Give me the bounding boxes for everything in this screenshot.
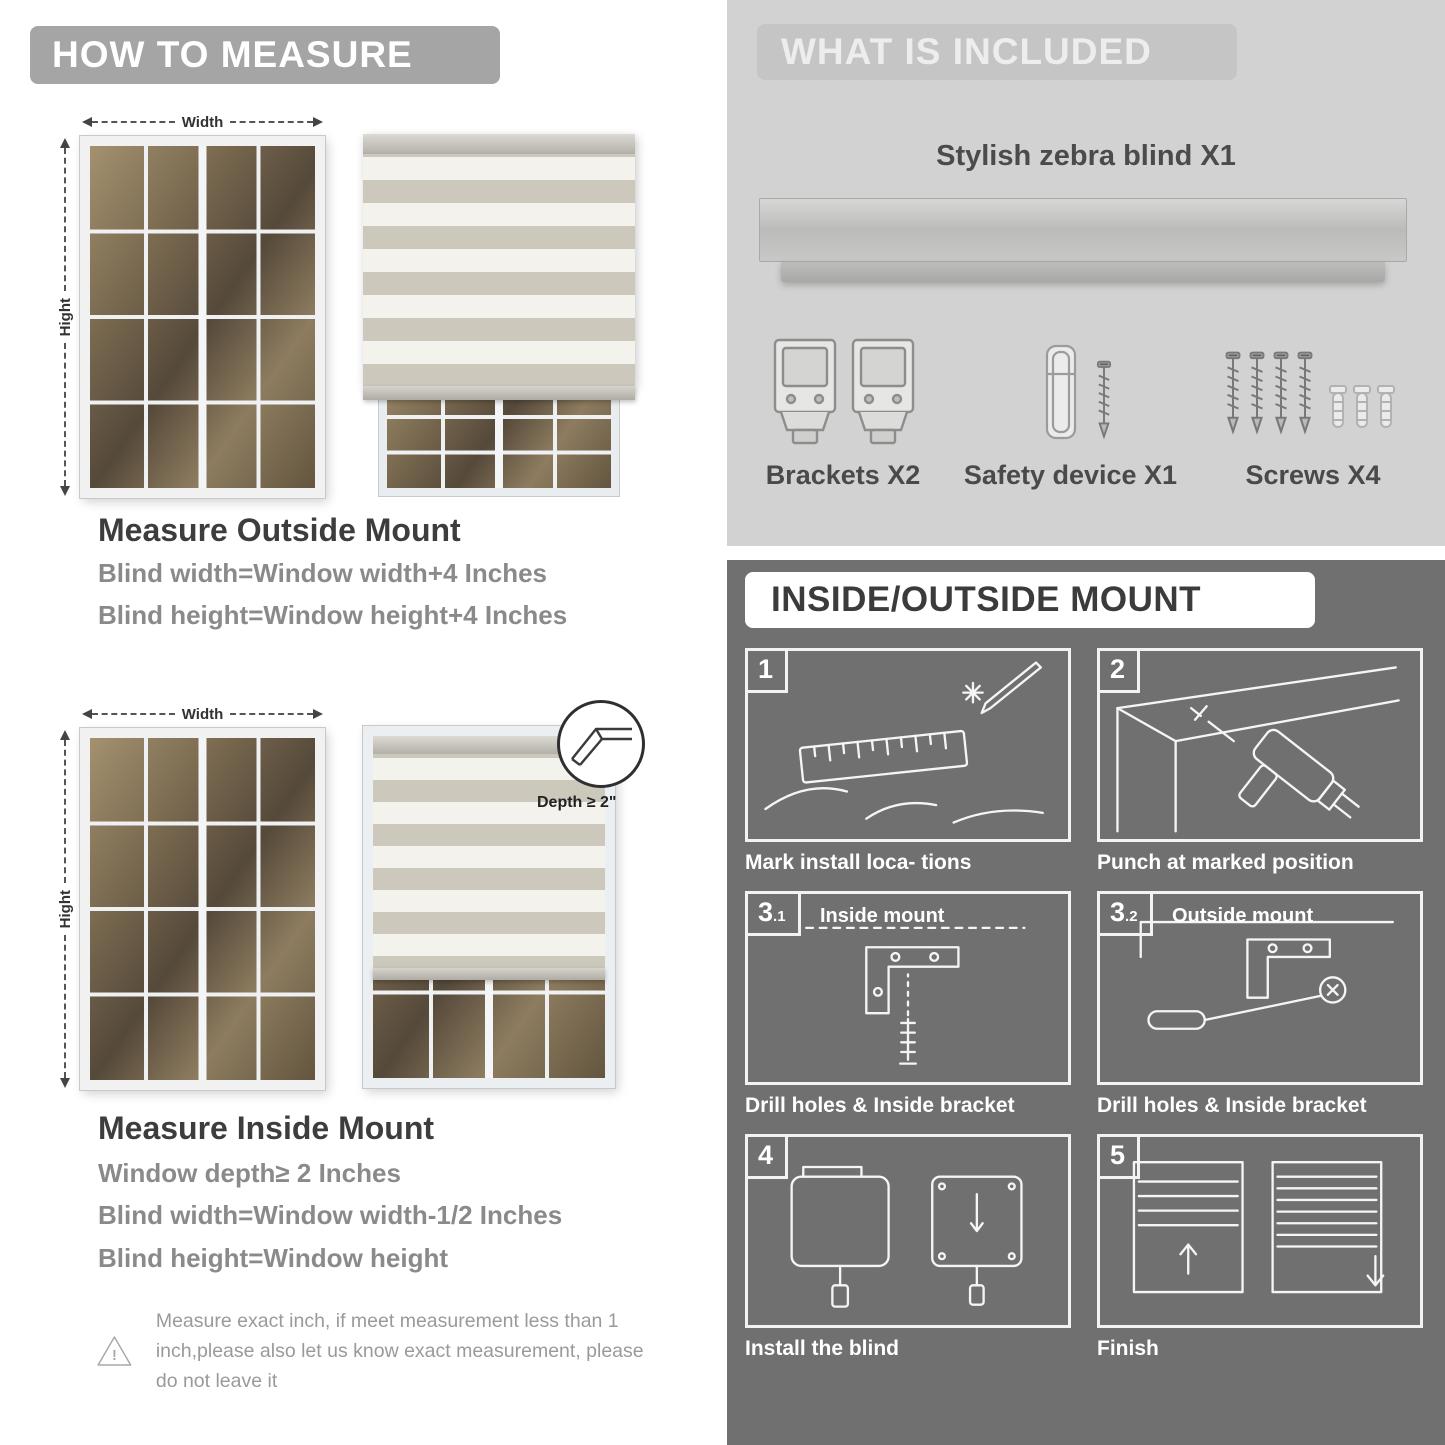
zebra-blind <box>373 736 605 968</box>
zebra-blind-inside-mount-illustration: Depth ≥ 2" <box>362 700 645 1089</box>
outside-mount-line1: Blind width=Window width+4 Inches <box>98 558 547 588</box>
warning-triangle-icon: ! <box>97 1336 132 1367</box>
safety-device-label: Safety device X1 <box>963 460 1178 490</box>
safety-device-icon <box>964 322 1177 454</box>
window-photo <box>79 135 326 499</box>
arrowhead-right-icon <box>313 117 324 127</box>
height-arrow: Hight <box>50 136 80 498</box>
inside-bracket-drawing <box>805 926 1026 1065</box>
step-1: 1 Mark install loca- tions <box>745 648 1071 875</box>
measure-note-text: Measure exact inch, if meet measurement … <box>155 1310 644 1393</box>
height-label: Hight <box>56 297 74 337</box>
arrowhead-left-icon <box>82 117 92 127</box>
width-arrow: Width <box>80 108 325 136</box>
how-to-measure-title: HOW TO MEASURE <box>52 34 413 75</box>
included-item-brackets: Brackets X2 <box>763 322 923 491</box>
blind-item-label: Stylish zebra blind X1 <box>936 140 1236 172</box>
step-4-panel: 4 <box>745 1134 1071 1328</box>
arrowhead-right-icon <box>313 709 324 719</box>
inside-mount-figures: Width Hight <box>50 700 645 1091</box>
blind-bottom-rail <box>363 386 635 400</box>
step-number: 3.1 <box>748 894 801 936</box>
arrowhead-left-icon <box>82 709 92 719</box>
window-measure-illustration-inside: Width Hight <box>50 700 326 1091</box>
outside-bracket-drawing <box>1139 920 1395 1030</box>
depth-detail-circle <box>557 700 645 788</box>
outside-mount-line2: Blind height=Window height+4 Inches <box>98 600 568 630</box>
step-4-caption: Install the blind <box>745 1337 900 1360</box>
step-3-2-caption: Drill holes & Inside bracket <box>1097 1094 1367 1117</box>
step-3-2-panel: 3.2 Outside mount <box>1097 891 1423 1085</box>
inside-mount-line1: Window depth≥ 2 Inches <box>98 1158 401 1188</box>
step-3-2: 3.2 Outside mount Drill holes & Inside b… <box>1097 891 1423 1118</box>
blind-cassette <box>363 134 635 154</box>
outside-mount-title: Measure Outside Mount <box>98 512 461 548</box>
svg-text:!: ! <box>112 1348 117 1364</box>
how-to-measure-header: HOW TO MEASURE <box>30 26 500 84</box>
corner-depth-drawing <box>571 727 632 766</box>
step-number: 3.2 <box>1100 894 1153 936</box>
arrowhead-up-icon <box>60 730 70 740</box>
mount-title: INSIDE/OUTSIDE MOUNT <box>771 580 1202 619</box>
step-3-1: 3.1 Inside mount Drill holes & Inside br… <box>745 891 1071 1118</box>
step-3-1-title: Inside mount <box>820 905 945 927</box>
window-photo <box>79 727 326 1091</box>
mark-locations-drawing <box>764 661 1044 824</box>
included-item-screws: Screws X4 <box>1218 322 1408 491</box>
width-label: Width <box>181 705 224 723</box>
mount-header: INSIDE/OUTSIDE MOUNT <box>745 572 1315 628</box>
step-1-panel: 1 <box>745 648 1071 842</box>
step-5: 5 Finish <box>1097 1134 1423 1361</box>
what-is-included-section: WHAT IS INCLUDED Stylish zebra blind X1 … <box>727 0 1445 546</box>
included-items-row: Brackets X2 Safety device X1 <box>763 322 1408 491</box>
inside-mount-line2: Blind width=Window width-1/2 Inches <box>98 1200 563 1230</box>
drill-drawing <box>1116 666 1400 833</box>
inside-mount-line3: Blind height=Window height <box>98 1243 448 1273</box>
step-2-caption: Punch at marked position <box>1097 851 1354 874</box>
step-4: 4 Install the blind <box>745 1134 1071 1361</box>
step-5-caption: Finish <box>1097 1337 1159 1360</box>
arrowhead-up-icon <box>60 138 70 148</box>
zebra-blind <box>363 134 635 386</box>
finish-drawing <box>1132 1160 1385 1294</box>
brackets-label: Brackets X2 <box>765 460 921 490</box>
measure-note: ! Measure exact inch, if meet measuremen… <box>95 1306 645 1397</box>
height-label: Hight <box>56 889 74 929</box>
blind-cassette <box>373 736 605 754</box>
width-arrow: Width <box>80 700 325 728</box>
brackets-icon <box>763 322 923 454</box>
width-label: Width <box>181 113 224 131</box>
step-number: 5 <box>1100 1137 1141 1179</box>
inside-outside-mount-section: INSIDE/OUTSIDE MOUNT <box>727 560 1445 1445</box>
blind-headrail-image <box>759 198 1407 262</box>
step-2-panel: 2 <box>1097 648 1423 842</box>
step-number: 2 <box>1100 651 1141 693</box>
install-blind-drawing <box>790 1165 1023 1308</box>
what-is-included-header: WHAT IS INCLUDED <box>757 24 1237 80</box>
blind-headrail-bottom <box>781 262 1385 282</box>
depth-label: Depth ≥ 2" <box>537 794 617 811</box>
outside-mount-figures: Width Hight <box>50 108 635 499</box>
inside-mount-title: Measure Inside Mount <box>98 1110 435 1146</box>
what-is-included-title: WHAT IS INCLUDED <box>781 31 1152 72</box>
arrowhead-down-icon <box>60 1078 70 1089</box>
step-5-panel: 5 <box>1097 1134 1423 1328</box>
included-item-safety-device: Safety device X1 <box>964 322 1177 491</box>
blind-bottom-rail <box>373 968 605 980</box>
window-measure-illustration-outside: Width Hight <box>50 108 326 499</box>
step-number: 4 <box>748 1137 789 1179</box>
arrowhead-down-icon <box>60 486 70 497</box>
mount-steps-grid: 1 Mark install loca- tions <box>745 648 1423 1361</box>
step-number: 1 <box>748 651 789 693</box>
zebra-blind-outside-mount-illustration <box>363 134 635 497</box>
step-1-caption: Mark install loca- tions <box>745 851 972 874</box>
height-arrow: Hight <box>50 728 80 1090</box>
screws-label: Screws X4 <box>1245 460 1381 490</box>
screws-icon <box>1218 322 1408 454</box>
step-3-2-title: Outside mount <box>1172 905 1314 927</box>
step-2: 2 Punch at marked position <box>1097 648 1423 875</box>
step-3-1-caption: Drill holes & Inside bracket <box>745 1094 1015 1117</box>
step-3-1-panel: 3.1 Inside mount <box>745 891 1071 1085</box>
